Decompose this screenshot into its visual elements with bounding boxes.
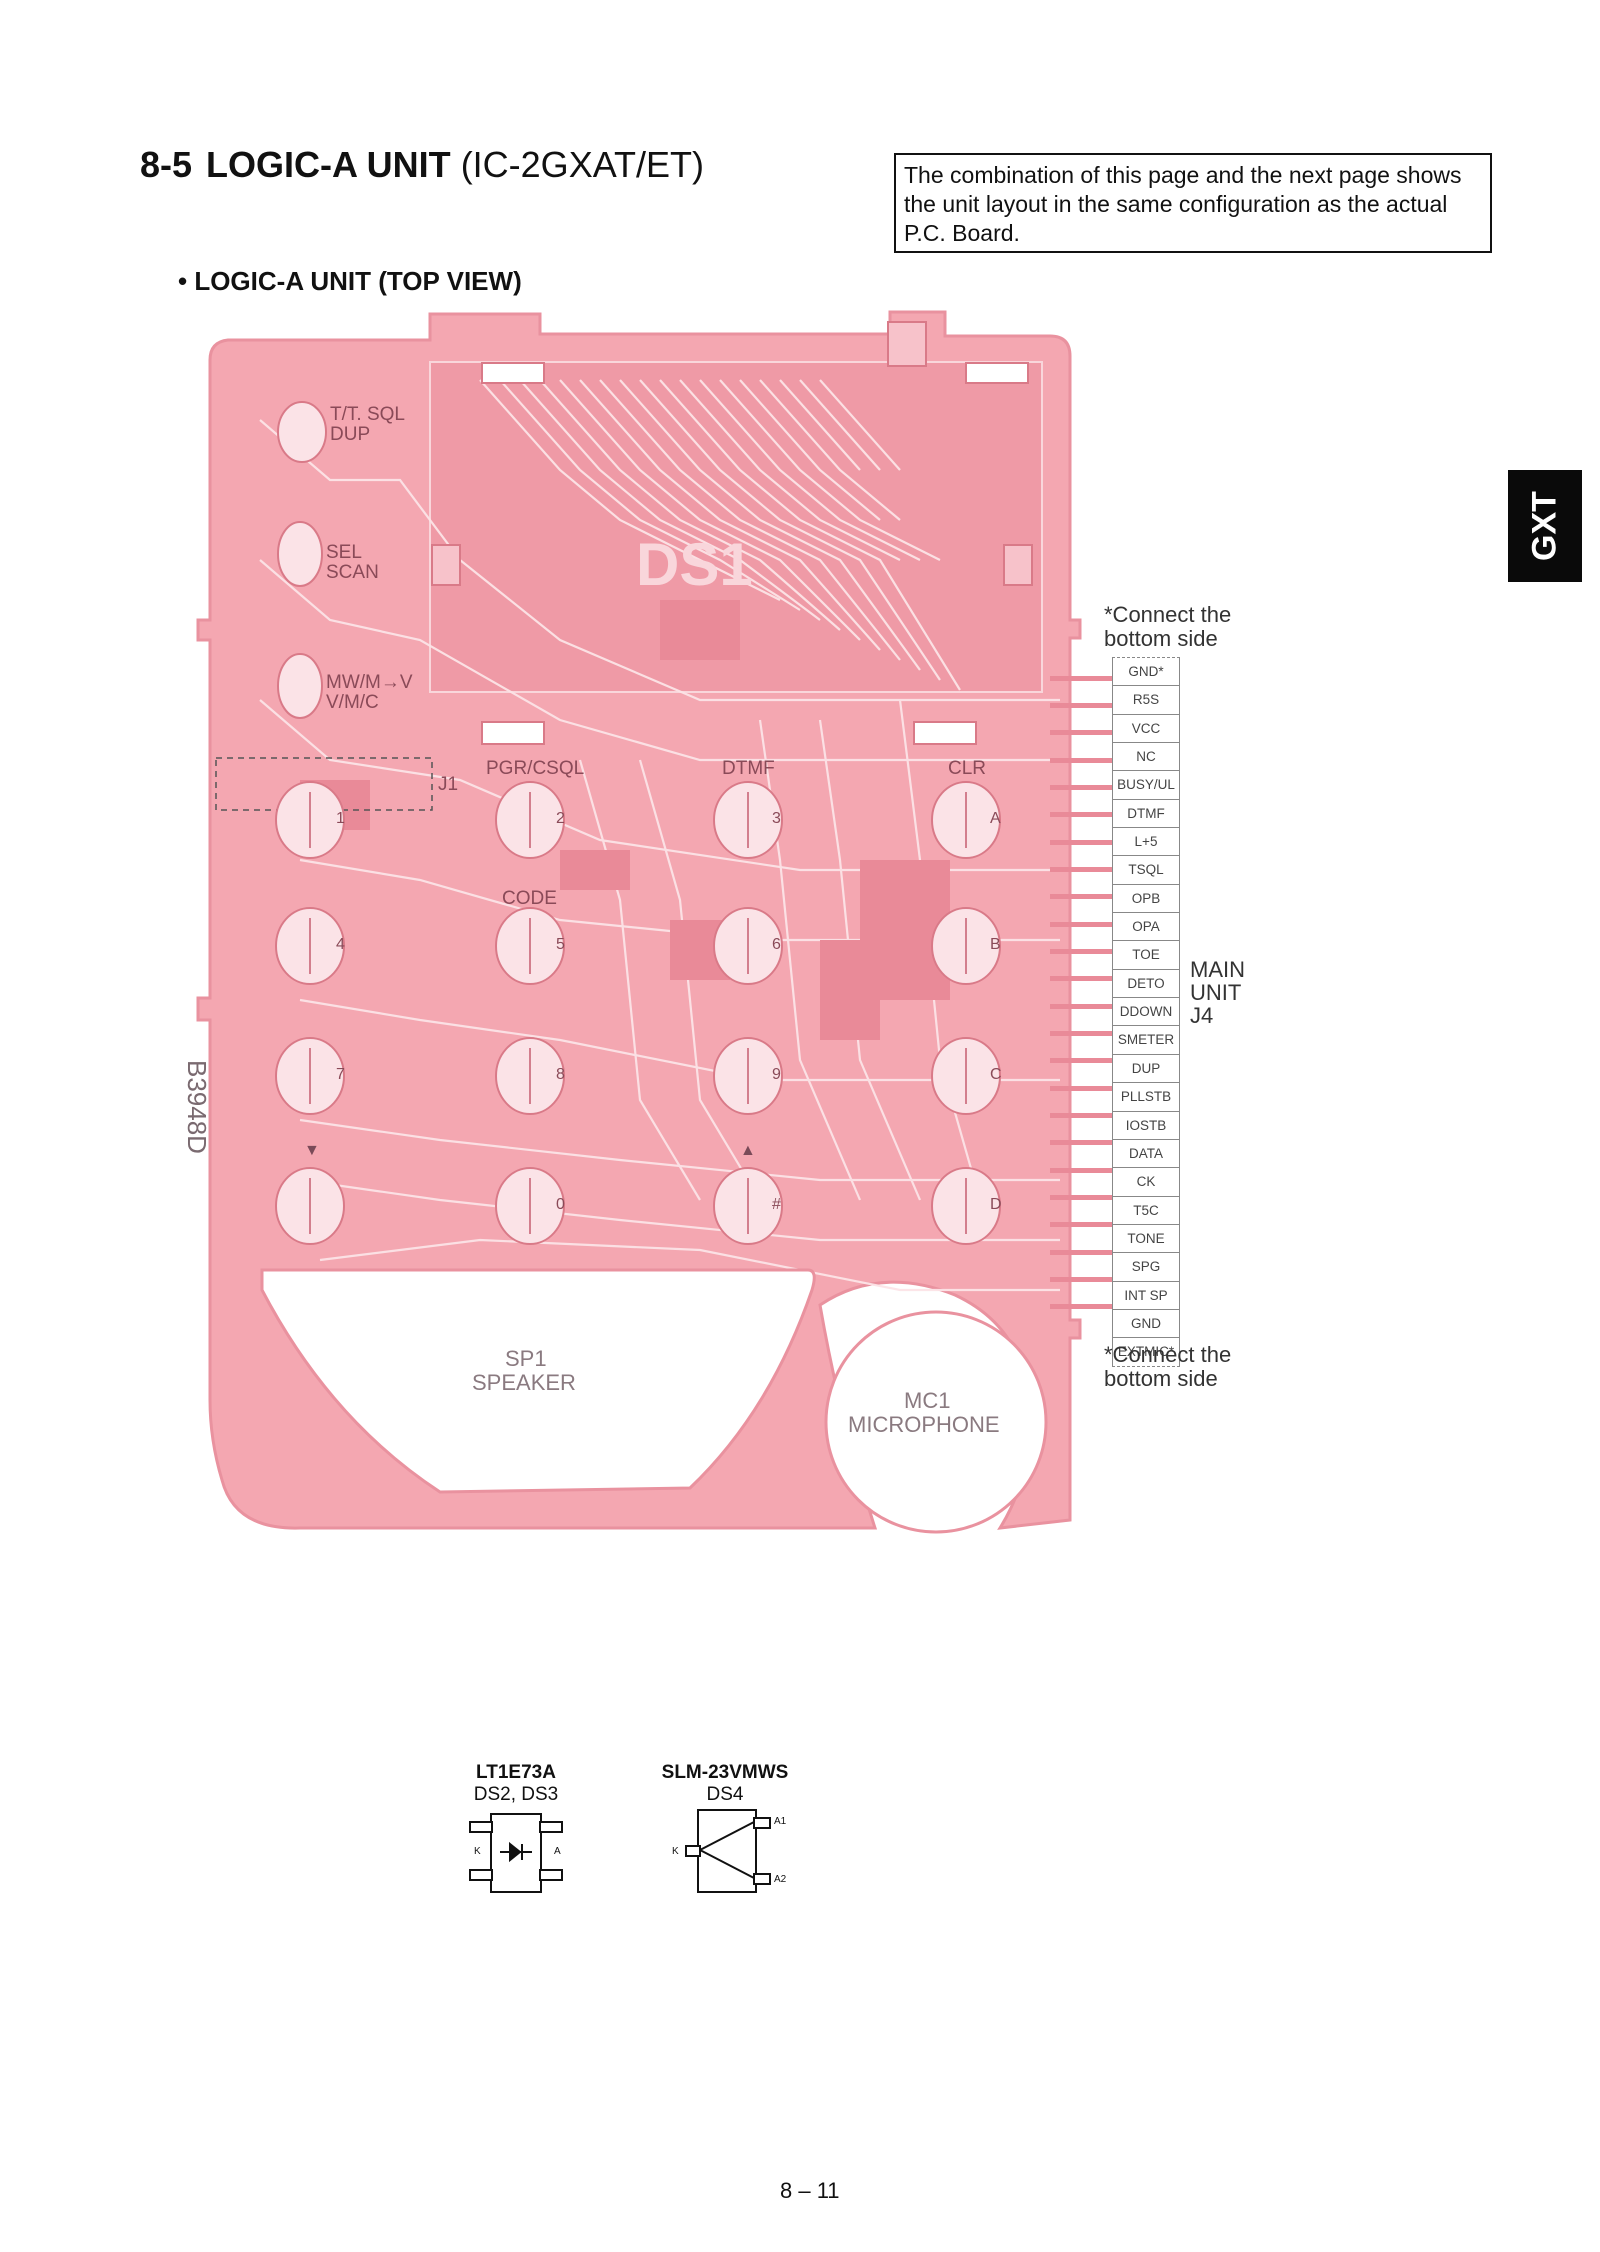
key-2: 2	[556, 810, 565, 827]
label-ds1: DS1	[636, 531, 753, 598]
page-number: 8 – 11	[780, 2178, 840, 2203]
label-mic-ref: MC1	[904, 1388, 951, 1413]
connector-pin: DTMF	[1112, 799, 1180, 829]
connector-pin: T5C	[1112, 1196, 1180, 1225]
connector-pin: IOSTB	[1112, 1111, 1180, 1140]
label-j1: J1	[438, 774, 459, 795]
connector-pin: TOE	[1112, 941, 1180, 970]
label-speaker-ref: SP1	[505, 1346, 547, 1371]
section-number: 8-5	[140, 144, 193, 185]
connector-pin: TONE	[1112, 1224, 1180, 1254]
part-pin-k: K	[474, 1846, 481, 1857]
key-hash: #	[772, 1196, 781, 1213]
part-name: SLM-23VMWS	[661, 1762, 789, 1783]
connect-note-bottom: *Connect the bottom side	[1104, 1342, 1232, 1391]
part-refs: DS4	[706, 1784, 744, 1805]
connector-pin: R5S	[1112, 686, 1180, 715]
speaker-cutout	[260, 1268, 816, 1494]
key-0: 0	[556, 1196, 565, 1213]
main-unit-line: J4	[1190, 1003, 1214, 1028]
key-a: A	[990, 810, 1001, 827]
key-9: 9	[772, 1066, 781, 1083]
connector-pin: VCC	[1112, 714, 1180, 744]
label-speaker: SPEAKER	[472, 1370, 576, 1395]
label-dup: DUP	[330, 424, 371, 445]
main-unit-line: UNIT	[1190, 980, 1242, 1005]
label-mic: MICROPHONE	[848, 1412, 1000, 1437]
label-tsql: T/T. SQL	[330, 404, 405, 425]
part-name: LT1E73A	[476, 1762, 556, 1783]
microphone-circle	[824, 1310, 1048, 1534]
connector-pin: SPG	[1112, 1253, 1180, 1282]
part-pin-a: A	[554, 1846, 561, 1857]
connect-note-top: *Connect the bottom side	[1104, 602, 1232, 651]
label-vmc: V/M/C	[326, 692, 379, 713]
section-name: LOGIC-A UNIT	[206, 144, 451, 185]
key-b: B	[990, 936, 1001, 953]
diagram-subtitle: • LOGIC-A UNIT (TOP VIEW)	[178, 266, 522, 296]
label-scan: SCAN	[326, 562, 379, 583]
connector-pin: SMETER	[1112, 1026, 1180, 1055]
connector-pin: CK	[1112, 1168, 1180, 1197]
label-mw: MW/M→V	[326, 672, 413, 693]
connector-fingers	[1050, 676, 1112, 1309]
part-pin-a2: A2	[774, 1874, 787, 1885]
part-slm23vmws: SLM-23VMWS DS4	[650, 1762, 800, 1806]
part-refs: DS2, DS3	[473, 1784, 559, 1805]
traces	[259, 379, 1060, 1292]
part-symbol-lt1e73a	[469, 1813, 563, 1893]
connector-pin: INT SP	[1112, 1281, 1180, 1310]
part-pin-k: K	[672, 1846, 679, 1857]
connector-pin: PLLSTB	[1112, 1083, 1180, 1112]
connector-pin: L+5	[1112, 828, 1180, 857]
side-tab: GXT	[1508, 470, 1582, 582]
key-6: 6	[772, 936, 781, 953]
connector-pin: DATA	[1112, 1139, 1180, 1169]
layout-note: The combination of this page and the nex…	[894, 153, 1492, 253]
label-dtmf: DTMF	[722, 758, 775, 779]
label-pgr: PGR/CSQL	[486, 758, 585, 779]
key-4: 4	[336, 936, 345, 953]
main-unit-line: MAIN	[1190, 957, 1245, 982]
key-c: C	[990, 1066, 1002, 1083]
connector-pin: GND	[1112, 1309, 1180, 1339]
part-lt1e73a: LT1E73A DS2, DS3	[466, 1762, 566, 1806]
connector-pin: DUP	[1112, 1054, 1180, 1084]
arrow-up-icon: ▲	[740, 1142, 756, 1159]
part-pin-a1: A1	[774, 1816, 787, 1827]
label-board-code: B3948D	[182, 1060, 212, 1154]
part-symbol-slm23vmws	[685, 1809, 771, 1893]
section-model: (IC-2GXAT/ET)	[460, 144, 705, 185]
arrow-down-icon: ▼	[304, 1142, 320, 1159]
label-code: CODE	[502, 888, 557, 909]
page-title: 8-5 LOGIC-A UNIT (IC-2GXAT/ET)	[140, 144, 704, 186]
key-d: D	[990, 1196, 1002, 1213]
connector-pin: GND*	[1112, 657, 1180, 687]
key-1: 1	[336, 810, 345, 827]
main-unit-label: MAIN UNIT J4	[1190, 958, 1245, 1027]
label-clr: CLR	[948, 758, 987, 779]
key-7: 7	[336, 1066, 345, 1083]
key-3: 3	[772, 810, 781, 827]
connector-pin: DETO	[1112, 969, 1180, 999]
connector-pin: OPA	[1112, 913, 1180, 942]
connector-pin: BUSY/UL	[1112, 771, 1180, 800]
connector-pin: DDOWN	[1112, 998, 1180, 1027]
key-8: 8	[556, 1066, 565, 1083]
label-sel: SEL	[326, 542, 362, 563]
key-5: 5	[556, 936, 565, 953]
connector-pin: EXTMIC*	[1112, 1338, 1180, 1367]
connector-pin: TSQL	[1112, 856, 1180, 885]
connector-pin: NC	[1112, 743, 1180, 772]
connector-pin: OPB	[1112, 884, 1180, 914]
